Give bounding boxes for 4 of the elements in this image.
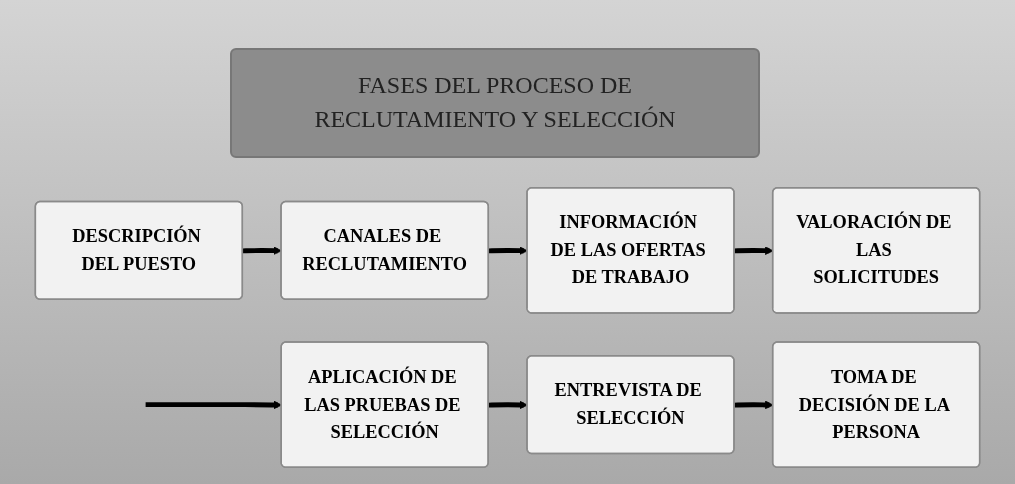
arrow bbox=[488, 246, 528, 255]
arrow bbox=[488, 400, 528, 410]
arrow bbox=[242, 246, 282, 255]
title-banner: FASES DEL PROCESO DE RECLUTAMIENTO Y SELECCIÓN bbox=[230, 48, 760, 158]
